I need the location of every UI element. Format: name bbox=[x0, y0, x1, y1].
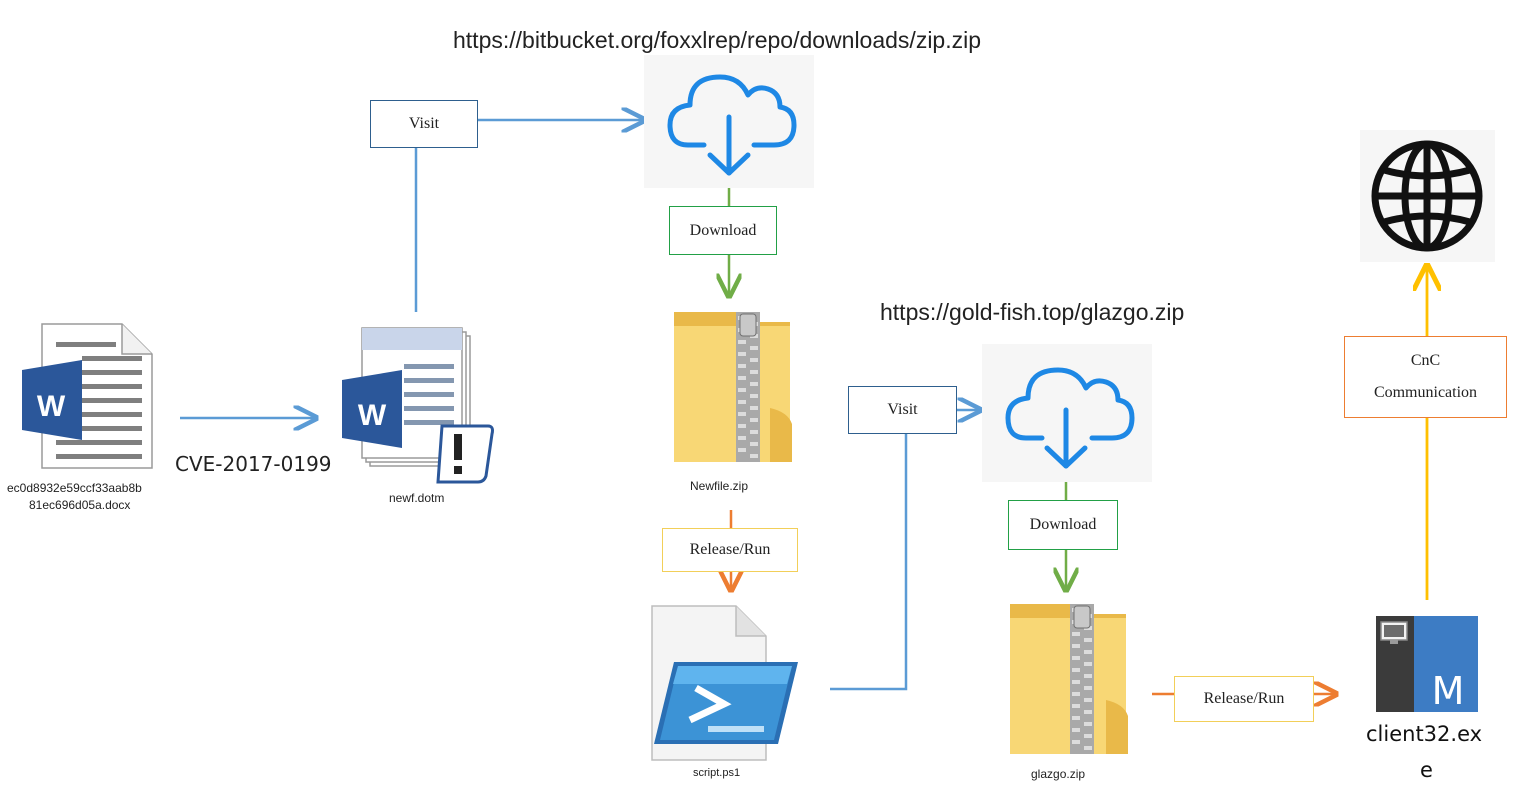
release-label-1: Release/Run bbox=[689, 541, 771, 558]
visit-box-2: Visit bbox=[848, 386, 957, 434]
docx-filename-line2: 81ec696d05a.docx bbox=[29, 498, 131, 512]
word-document-icon: W bbox=[22, 323, 153, 469]
line-script-to-visit-2 bbox=[830, 434, 908, 691]
word-template-icon: W bbox=[342, 327, 494, 484]
dotm-filename: newf.dotm bbox=[389, 491, 445, 505]
client-filename-line1: client32.ex bbox=[1366, 722, 1483, 746]
client-filename-line2: e bbox=[1420, 758, 1433, 782]
release-label-2: Release/Run bbox=[1203, 690, 1285, 707]
download-box-2: Download bbox=[1008, 500, 1118, 550]
visit-label-2: Visit bbox=[887, 401, 918, 418]
zip-folder-icon bbox=[674, 312, 792, 462]
cnc-label-line2: Communication bbox=[1373, 384, 1478, 401]
cloud-download-icon bbox=[644, 55, 814, 188]
zip-folder-icon bbox=[1010, 604, 1128, 754]
visit-label-1: Visit bbox=[408, 115, 440, 132]
globe-icon bbox=[1360, 130, 1495, 262]
docx-filename-line1: ec0d8932e59ccf33aab8b bbox=[7, 481, 142, 495]
newfile-zip-filename: Newfile.zip bbox=[690, 479, 749, 493]
cve-label: CVE-2017-0199 bbox=[175, 452, 332, 476]
release-box-1: Release/Run bbox=[662, 528, 798, 572]
download-label-2: Download bbox=[1029, 516, 1097, 533]
powershell-script-icon bbox=[651, 605, 798, 761]
url-goldfish: https://gold-fish.top/glazgo.zip bbox=[880, 299, 1185, 325]
url-bitbucket: https://bitbucket.org/foxxlrep/repo/down… bbox=[453, 27, 982, 53]
download-box-1: Download bbox=[669, 206, 777, 255]
cnc-box: CnC Communication bbox=[1344, 336, 1507, 418]
svg-text:W: W bbox=[37, 390, 66, 423]
glazgo-zip-filename: glazgo.zip bbox=[1031, 767, 1086, 781]
svg-text:W: W bbox=[358, 399, 387, 432]
svg-text:M: M bbox=[1432, 669, 1465, 712]
download-label-1: Download bbox=[689, 221, 757, 239]
cloud-download-icon bbox=[982, 344, 1152, 482]
visit-box-1: Visit bbox=[370, 100, 478, 148]
cnc-label-line1: CnC bbox=[1410, 352, 1441, 369]
executable-icon: M bbox=[1376, 616, 1478, 712]
release-box-2: Release/Run bbox=[1174, 676, 1314, 722]
script-filename: script.ps1 bbox=[693, 767, 741, 779]
